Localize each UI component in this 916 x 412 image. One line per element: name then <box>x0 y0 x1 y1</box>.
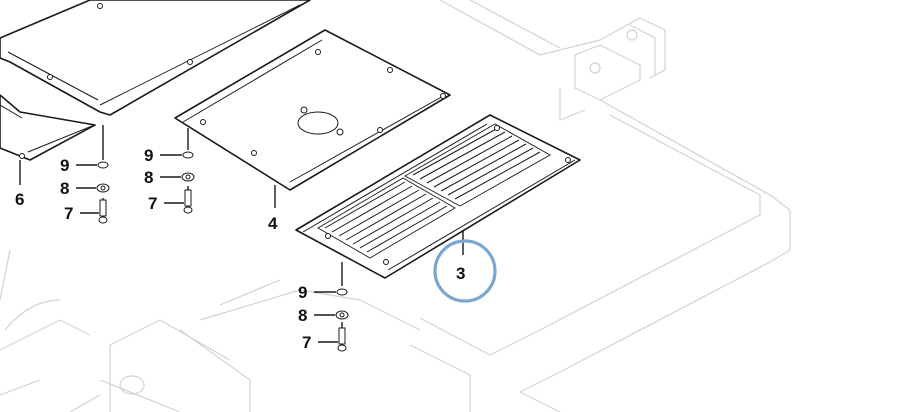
label-8-c: 8 <box>298 306 307 325</box>
cover-panel-6 <box>0 0 311 161</box>
fastener-stack-middle <box>181 128 195 214</box>
label-3: 3 <box>456 264 465 283</box>
label-9-b: 9 <box>144 146 153 165</box>
label-8-b: 8 <box>144 168 153 187</box>
label-9-c: 9 <box>298 283 307 302</box>
label-9-a: 9 <box>60 156 69 175</box>
grille-slats-left <box>324 181 448 253</box>
background-frame <box>0 0 791 412</box>
label-7-b: 7 <box>148 194 157 213</box>
grille-slats-right <box>412 127 541 200</box>
label-4: 4 <box>268 214 278 233</box>
callout-labels: 3 4 6 9 8 7 9 8 7 9 8 7 <box>15 146 465 352</box>
label-7-c: 7 <box>302 333 311 352</box>
highlight-ring <box>433 239 497 303</box>
cover-panel-4 <box>174 29 451 191</box>
label-8-a: 8 <box>60 179 69 198</box>
label-6: 6 <box>15 190 24 209</box>
grille-cover-3 <box>295 114 581 279</box>
fastener-stack-right <box>335 262 349 352</box>
fastener-stack-left <box>96 125 110 224</box>
leader-lines <box>19 154 464 343</box>
label-7-a: 7 <box>64 204 73 223</box>
